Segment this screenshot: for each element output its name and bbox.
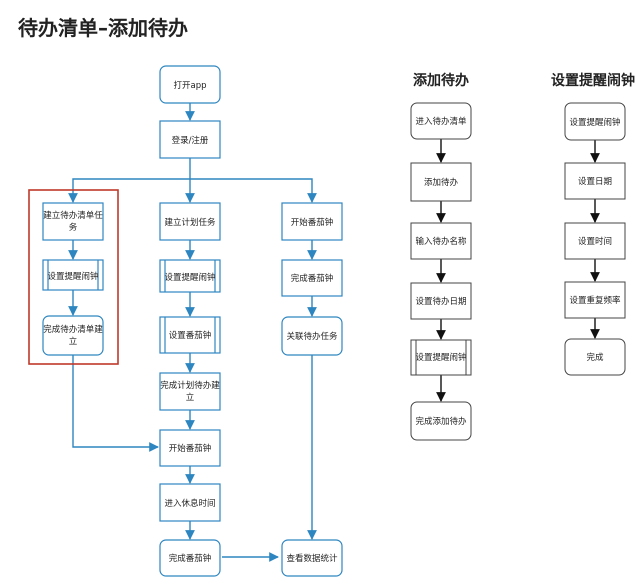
svg-text:设置提醒闹钟: 设置提醒闹钟 <box>415 352 466 363</box>
node-login: 登录/注册 <box>159 120 221 159</box>
node-set-alarm-mid: 设置提醒闹钟 <box>159 259 221 293</box>
svg-text:完成番茄钟: 完成番茄钟 <box>169 553 212 564</box>
svg-text:立: 立 <box>186 392 195 403</box>
svg-text:设置提醒闹钟: 设置提醒闹钟 <box>164 272 215 283</box>
node-set-alarm-left: 设置提醒闹钟 <box>42 259 104 291</box>
svg-text:建立计划任务: 建立计划任务 <box>164 217 216 228</box>
node-set-pomodoro: 设置番茄钟 <box>159 316 221 354</box>
add-step-2: 添加待办 <box>410 162 472 202</box>
reminder-step-3: 设置时间 <box>564 222 626 260</box>
svg-text:完成计划待办建: 完成计划待办建 <box>160 380 220 391</box>
edge-todo-to-start <box>72 355 159 452</box>
node-todo-done: 完成待办清单建 立 <box>42 315 104 356</box>
svg-text:务: 务 <box>69 222 78 233</box>
edge-split-pomodoro <box>190 178 317 203</box>
svg-text:关联待办任务: 关联待办任务 <box>286 331 338 342</box>
svg-text:完成待办清单建: 完成待办清单建 <box>43 324 103 335</box>
node-finish-pomodoro-mid: 完成番茄钟 <box>159 539 221 577</box>
add-step-3: 输入待办名称 <box>410 222 472 260</box>
svg-text:完成番茄钟: 完成番茄钟 <box>291 273 334 284</box>
node-enter-rest: 进入休息时间 <box>159 483 221 522</box>
edge-split-todo <box>68 178 190 203</box>
svg-text:开始番茄钟: 开始番茄钟 <box>291 217 334 228</box>
svg-text:设置番茄钟: 设置番茄钟 <box>169 330 212 341</box>
svg-text:打开app: 打开app <box>174 80 207 91</box>
main-connectors <box>68 103 317 562</box>
add-step-5: 设置提醒闹钟 <box>410 339 472 376</box>
node-link-todo: 关联待办任务 <box>281 316 343 356</box>
node-plan-done: 完成计划待办建 立 <box>159 372 221 411</box>
reminder-step-2: 设置日期 <box>564 162 626 200</box>
svg-text:设置重复频率: 设置重复频率 <box>569 295 621 306</box>
svg-text:输入待办名称: 输入待办名称 <box>415 236 467 247</box>
svg-text:完成: 完成 <box>586 352 604 363</box>
page-title: 待办清单–添加待办 <box>18 16 188 40</box>
svg-text:设置提醒闹钟: 设置提醒闹钟 <box>569 117 620 128</box>
svg-text:建立待办清单任: 建立待办清单任 <box>43 210 103 221</box>
svg-text:设置日期: 设置日期 <box>578 176 612 187</box>
add-step-1: 进入待办清单 <box>410 102 472 140</box>
svg-text:开始番茄钟: 开始番茄钟 <box>169 443 212 454</box>
reminder-step-5: 完成 <box>564 338 626 376</box>
reminder-section-title: 设置提醒闹钟 <box>551 73 635 89</box>
svg-text:完成添加待办: 完成添加待办 <box>415 416 467 427</box>
svg-text:添加待办: 添加待办 <box>424 177 459 188</box>
add-step-4: 设置待办日期 <box>410 282 472 320</box>
node-start-pomodoro-mid: 开始番茄钟 <box>159 429 221 467</box>
node-view-stats: 查看数据统计 <box>281 539 343 577</box>
highlight-frame <box>28 189 119 365</box>
svg-text:设置时间: 设置时间 <box>578 236 612 247</box>
svg-text:进入待办清单: 进入待办清单 <box>415 116 467 127</box>
add-todo-section-title: 添加待办 <box>413 73 469 89</box>
reminder-step-4: 设置重复频率 <box>564 281 626 319</box>
svg-text:设置提醒闹钟: 设置提醒闹钟 <box>47 271 98 282</box>
svg-text:登录/注册: 登录/注册 <box>172 135 209 146</box>
node-finish-pomodoro-right: 完成番茄钟 <box>281 259 343 297</box>
svg-text:进入休息时间: 进入休息时间 <box>164 498 215 509</box>
reminder-step-1: 设置提醒闹钟 <box>564 102 626 141</box>
svg-text:设置待办日期: 设置待办日期 <box>415 296 466 307</box>
node-create-plan: 建立计划任务 <box>159 202 221 241</box>
add-step-6: 完成添加待办 <box>410 401 472 441</box>
node-create-todo: 建立待办清单任 务 <box>42 202 104 241</box>
node-open-app: 打开app <box>159 65 221 104</box>
node-start-pomodoro-right: 开始番茄钟 <box>281 202 343 241</box>
svg-text:立: 立 <box>69 336 78 347</box>
svg-text:查看数据统计: 查看数据统计 <box>286 553 338 564</box>
